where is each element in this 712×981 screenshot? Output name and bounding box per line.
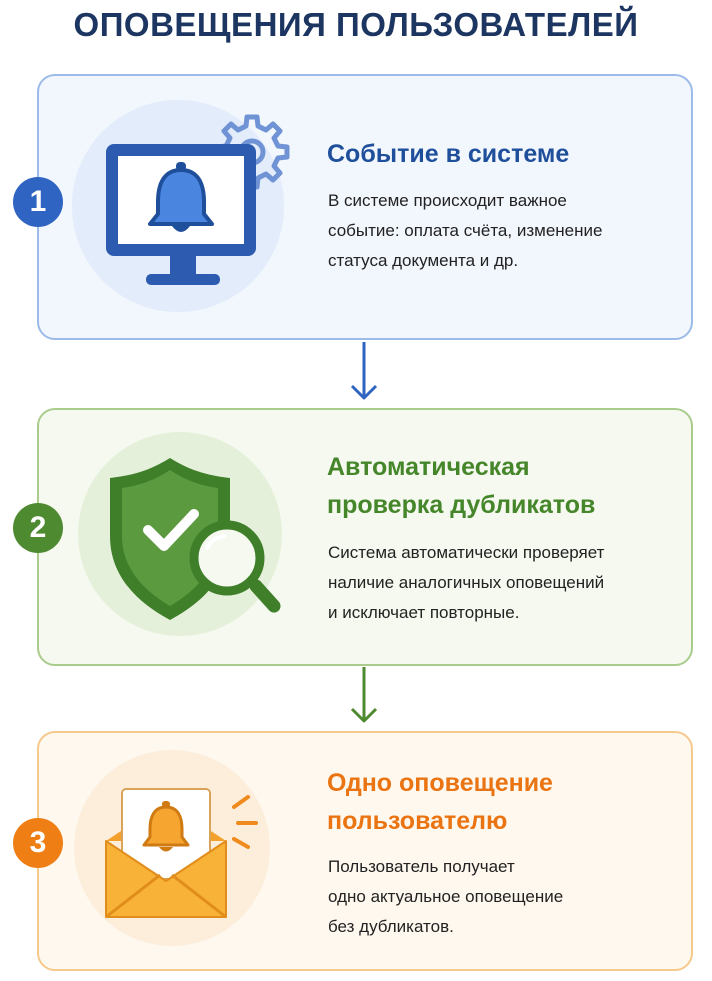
monitor-bell-gear-icon [106,114,290,285]
step-description-line: Пользователь получает [328,857,515,876]
step-heading-3: Одно оповещение пользователю [327,764,682,840]
step-description-line: и исключает повторные. [328,603,520,622]
step-description-line: В системе происходит важное [328,191,567,210]
step-heading-line: Одно оповещение [327,769,553,797]
arrow-down-icon [350,667,378,723]
step-number-badge-2: 2 [13,503,63,553]
page-title: ОПОВЕЩЕНИЯ ПОЛЬЗОВАТЕЛЕЙ [73,6,639,43]
step-heading-line: проверка дубликатов [327,491,596,519]
step-number-badge-3: 3 [13,818,63,868]
step-heading-1: Событие в системе [327,140,570,168]
step-heading-line: Автоматическая [327,453,530,481]
step-heading-2: Автоматическая проверка дубликатов [327,448,682,524]
step-description-1: В системе происходит важное событие: опл… [328,186,688,276]
step-number-badge-1: 1 [13,177,63,227]
step-description-line: одно актуальное оповещение [328,887,564,906]
step-description-line: Система автоматически проверяет [328,543,605,562]
step-description-2: Система автоматически проверяет наличие … [328,538,688,628]
step-description-line: событие: оплата счёта, изменение [328,221,603,240]
step-description-3: Пользователь получает одно актуальное оп… [328,852,688,942]
step-description-line: наличие аналогичных оповещений [328,573,605,592]
arrow-down-icon [350,342,378,400]
step-heading-line: пользователю [327,807,508,835]
step-description-line: статуса документа и др. [328,251,519,270]
step-description-line: без дубликатов. [328,917,454,936]
shield-check-magnifier-icon [110,458,281,620]
envelope-bell-icon [105,788,258,919]
